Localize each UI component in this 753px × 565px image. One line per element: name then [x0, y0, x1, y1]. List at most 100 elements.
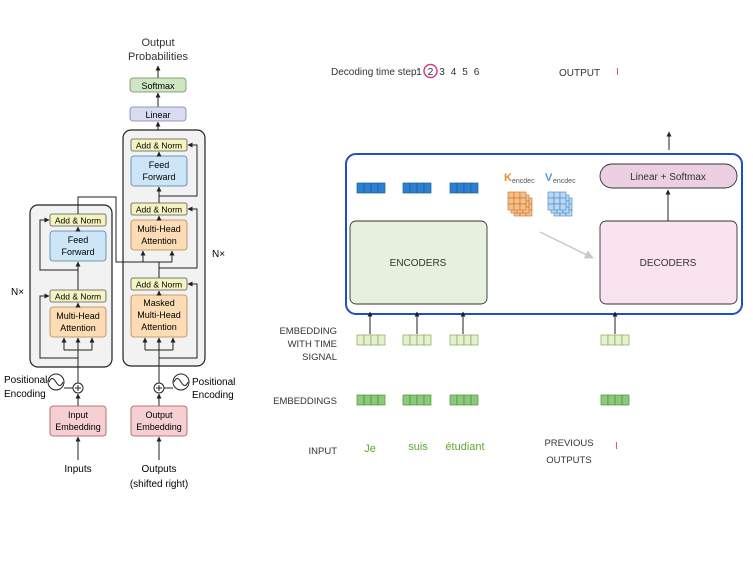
output-embedding-label-1: Output: [145, 410, 173, 420]
encoder-output-vector-cell: [377, 182, 386, 194]
decoder-ff-label-2: Forward: [142, 172, 175, 182]
decoder-positional-label-1: Positional: [192, 377, 235, 388]
embedding-vector-cell: [423, 394, 432, 406]
encoder-output-vector-cell: [363, 182, 372, 194]
decoders-label: DECODERS: [640, 258, 697, 269]
time-signal-vector-cell: [614, 334, 623, 346]
k-encdec-letter: K: [504, 172, 512, 184]
embedding-vector-cell: [416, 394, 425, 406]
v-matrix-cell: [559, 191, 567, 199]
time-signal-vector-cell: [416, 334, 425, 346]
decoder-ff-label-1: Feed: [149, 160, 170, 170]
linear-softmax-box: [599, 163, 738, 189]
decoder-add-norm-2: [130, 202, 188, 216]
v-matrix-cell: [559, 203, 567, 211]
time-signal-vector-cell: [463, 334, 472, 346]
encoder-add-norm-1-label: Add & Norm: [55, 292, 101, 302]
output-embedding-label-2: Embedding: [136, 422, 182, 432]
k-matrix-cell: [513, 191, 521, 199]
v-encdec-letter: V: [545, 172, 553, 184]
v-matrix-cell: [553, 191, 561, 199]
k-matrix-cell: [507, 203, 515, 211]
k-matrix-cell: [519, 203, 527, 211]
kv-to-decoder-arrow: [539, 231, 594, 259]
decoding-step-3: 3: [439, 67, 445, 78]
encoder-positional-label-2: Encoding: [4, 389, 46, 400]
decoding-step-5: 5: [462, 67, 468, 78]
encoder-stack: [29, 204, 113, 368]
time-signal-vector-cell: [402, 334, 411, 346]
embedding-time-signal-label-2: WITH TIME: [288, 339, 337, 350]
embedding-vector-cell: [409, 394, 418, 406]
embeddings-label: EMBEDDINGS: [273, 396, 337, 407]
embedding-vector-cell: [600, 394, 609, 406]
previous-outputs-label-2: OUTPUTS: [546, 455, 591, 466]
encoder-mha-label-2: Attention: [60, 323, 96, 333]
decoding-step-4: 4: [451, 67, 457, 78]
embedding-vector-cell: [402, 394, 411, 406]
linear-box: [129, 106, 187, 122]
encoder-ff-label-2: Forward: [61, 247, 94, 257]
current-step-circle: [423, 63, 438, 79]
encoder-add-norm-1: [49, 289, 107, 303]
linear-label: Linear: [145, 110, 170, 120]
time-signal-vectors: [356, 334, 630, 346]
input-label: INPUT: [309, 446, 338, 457]
embedding-vector-cell: [470, 394, 479, 406]
time-signal-vector-cell: [470, 334, 479, 346]
encoder-output-vector-cell: [470, 182, 479, 194]
linear-softmax-label: Linear + Softmax: [630, 172, 706, 183]
softmax-label: Softmax: [141, 81, 175, 91]
time-signal-vector-cell: [600, 334, 609, 346]
encoder-output-vector-cell: [370, 182, 379, 194]
encoders-label: ENCODERS: [390, 258, 447, 269]
decoding-step-6: 6: [474, 67, 480, 78]
input-word-1: Je: [364, 443, 376, 455]
v-matrix-cell: [547, 191, 555, 199]
encoder-output-vector-cell: [416, 182, 425, 194]
transformer-architecture: Output Probabilities Softmax Linear N× A…: [4, 37, 235, 490]
outputs-shifted-label: (shifted right): [130, 479, 188, 490]
time-signal-vector-cell: [409, 334, 418, 346]
encoder-positional-label-1: Positional: [4, 375, 47, 386]
outputs-label: Outputs: [141, 464, 176, 475]
encoder-output-vector-cell: [456, 182, 465, 194]
time-signal-vector-cell: [370, 334, 379, 346]
v-encdec-matrix: [547, 191, 573, 217]
embedding-vector-cell: [614, 394, 623, 406]
k-matrix-cell: [519, 197, 527, 205]
k-matrix-cell: [519, 191, 527, 199]
decoder-positional-label-2: Encoding: [192, 390, 234, 401]
k-matrix-cell: [513, 203, 521, 211]
input-embedding-label-1: Input: [68, 410, 89, 420]
time-signal-vector-cell: [607, 334, 616, 346]
decoding-step-2: 2: [428, 67, 434, 78]
encoders-box: [349, 220, 488, 305]
v-encdec-subscript: encdec: [553, 178, 576, 185]
output-embedding-box: [130, 405, 188, 437]
decoder-nx-label: N×: [212, 249, 225, 260]
previous-output-value: I: [615, 441, 618, 452]
embedding-vector-cell: [449, 394, 458, 406]
time-signal-vector-cell: [377, 334, 386, 346]
v-matrix-cell: [553, 203, 561, 211]
masked-label-3: Attention: [141, 322, 177, 332]
k-encdec-subscript: encdec: [512, 178, 535, 185]
previous-outputs-label-1: PREVIOUS: [544, 438, 593, 449]
decoder-mha-label-1: Multi-Head: [137, 224, 181, 234]
time-signal-vector-cell: [456, 334, 465, 346]
masked-label-1: Masked: [143, 298, 175, 308]
embedding-time-signal-label-1: EMBEDDING: [279, 326, 337, 337]
k-matrix-cell: [507, 197, 515, 205]
encoder-output-vector-cell: [356, 182, 365, 194]
output-value: I: [616, 67, 619, 78]
softmax-box: [129, 77, 187, 93]
encoder-mha-label-1: Multi-Head: [56, 311, 100, 321]
decoder-add-norm-3-label: Add & Norm: [136, 141, 182, 151]
embedding-vector-cell: [607, 394, 616, 406]
masked-label-2: Multi-Head: [137, 310, 181, 320]
k-matrix-cell: [513, 197, 521, 205]
encoder-output-vector-cell: [463, 182, 472, 194]
embedding-vector-cell: [356, 394, 365, 406]
